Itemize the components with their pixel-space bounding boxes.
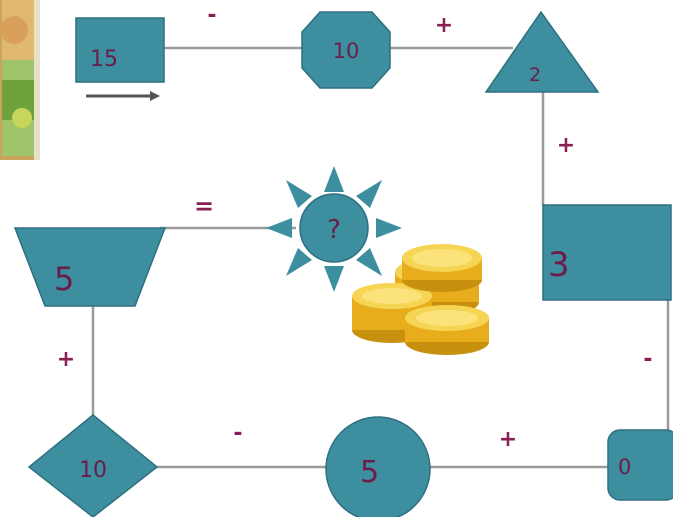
rounded-square-node: 0 bbox=[607, 429, 673, 501]
diamond-node: 10 bbox=[27, 414, 159, 517]
start-rectangle-value: 15 bbox=[90, 47, 118, 72]
trapezoid-value: 5 bbox=[54, 260, 74, 298]
circle-node: 5 bbox=[325, 416, 431, 517]
operator-trapezoid-sun: = bbox=[194, 192, 214, 220]
octagon-value: 10 bbox=[333, 39, 360, 63]
sun-node: ? bbox=[266, 166, 402, 292]
right-rectangle-node: 3 bbox=[542, 204, 672, 301]
diamond-value: 10 bbox=[79, 458, 107, 483]
start-rectangle-node: 15 bbox=[75, 17, 165, 83]
octagon-node: 10 bbox=[301, 11, 391, 89]
cartoon-picture-icon bbox=[0, 0, 40, 160]
sun-icon bbox=[266, 166, 402, 292]
trapezoid-node: 5 bbox=[13, 227, 167, 307]
right-rectangle-value: 3 bbox=[548, 245, 570, 285]
sun-value: ? bbox=[327, 215, 341, 245]
operator-triangle-rect: + bbox=[557, 133, 575, 158]
operator-rect-octagon: - bbox=[207, 3, 216, 28]
rounded-square-value: 0 bbox=[618, 455, 631, 479]
operator-diamond-trapezoid: + bbox=[57, 347, 75, 372]
triangle-value: 2 bbox=[529, 64, 541, 86]
circle-value: 5 bbox=[360, 455, 379, 490]
arrow-right-icon bbox=[86, 91, 160, 101]
operator-circle-diamond: - bbox=[233, 421, 242, 446]
triangle-node: 2 bbox=[484, 10, 600, 93]
gold-coins-icon bbox=[352, 244, 489, 355]
operator-octagon-triangle: + bbox=[435, 13, 453, 38]
operator-rounded-circle: + bbox=[499, 427, 517, 452]
operator-rect-rounded: - bbox=[643, 347, 652, 372]
connectors bbox=[91, 46, 670, 469]
